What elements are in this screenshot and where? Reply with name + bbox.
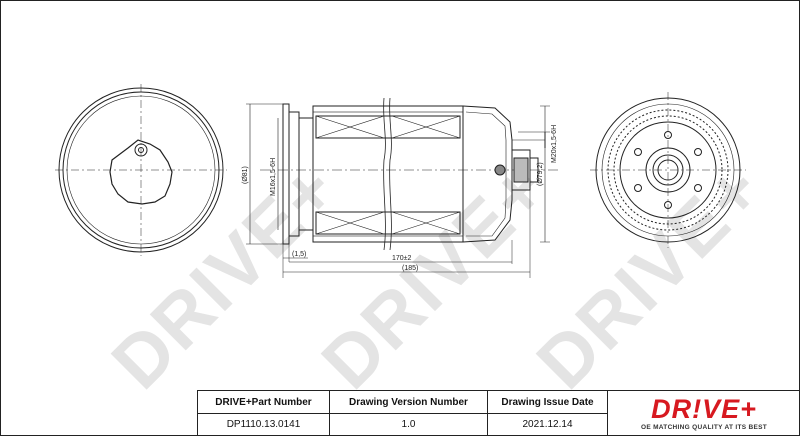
dim-diameter-79: (Ø79,2) [537,162,544,186]
side-section-view [246,97,560,278]
header-issue-date: Drawing Issue Date [488,391,608,413]
technical-drawing: (Ø81) M16x1,5-6H M20x1,5-6H (Ø79,2) 170±… [55,84,746,278]
dim-diameter-81: (Ø81) [242,166,249,184]
header-version: Drawing Version Number [330,391,488,413]
dim-thread-m20: M20x1,5-6H [551,125,558,163]
logo-tagline: OE MATCHING QUALITY AT ITS BEST [640,424,768,431]
value-issue-date: 2021.12.14 [488,413,608,436]
dim-length-1-5: (1,5) [292,251,306,258]
title-block-divider [198,413,607,414]
dim-length-185: (185) [402,265,418,272]
dim-length-170: 170±2 [392,255,412,262]
value-version: 1.0 [330,413,488,436]
dim-thread-m16: M16x1,5-6H [270,158,277,196]
right-end-view [590,92,746,248]
left-end-view [55,84,227,256]
logo-brand: DR!VE+ [651,394,757,424]
title-block: DRIVE+Part Number Drawing Version Number… [197,390,800,436]
header-part-number: DRIVE+Part Number [198,391,330,413]
value-part-number: DP1110.13.0141 [198,413,330,436]
drive-logo: DR!VE+ OE MATCHING QUALITY AT ITS BEST [608,391,800,436]
